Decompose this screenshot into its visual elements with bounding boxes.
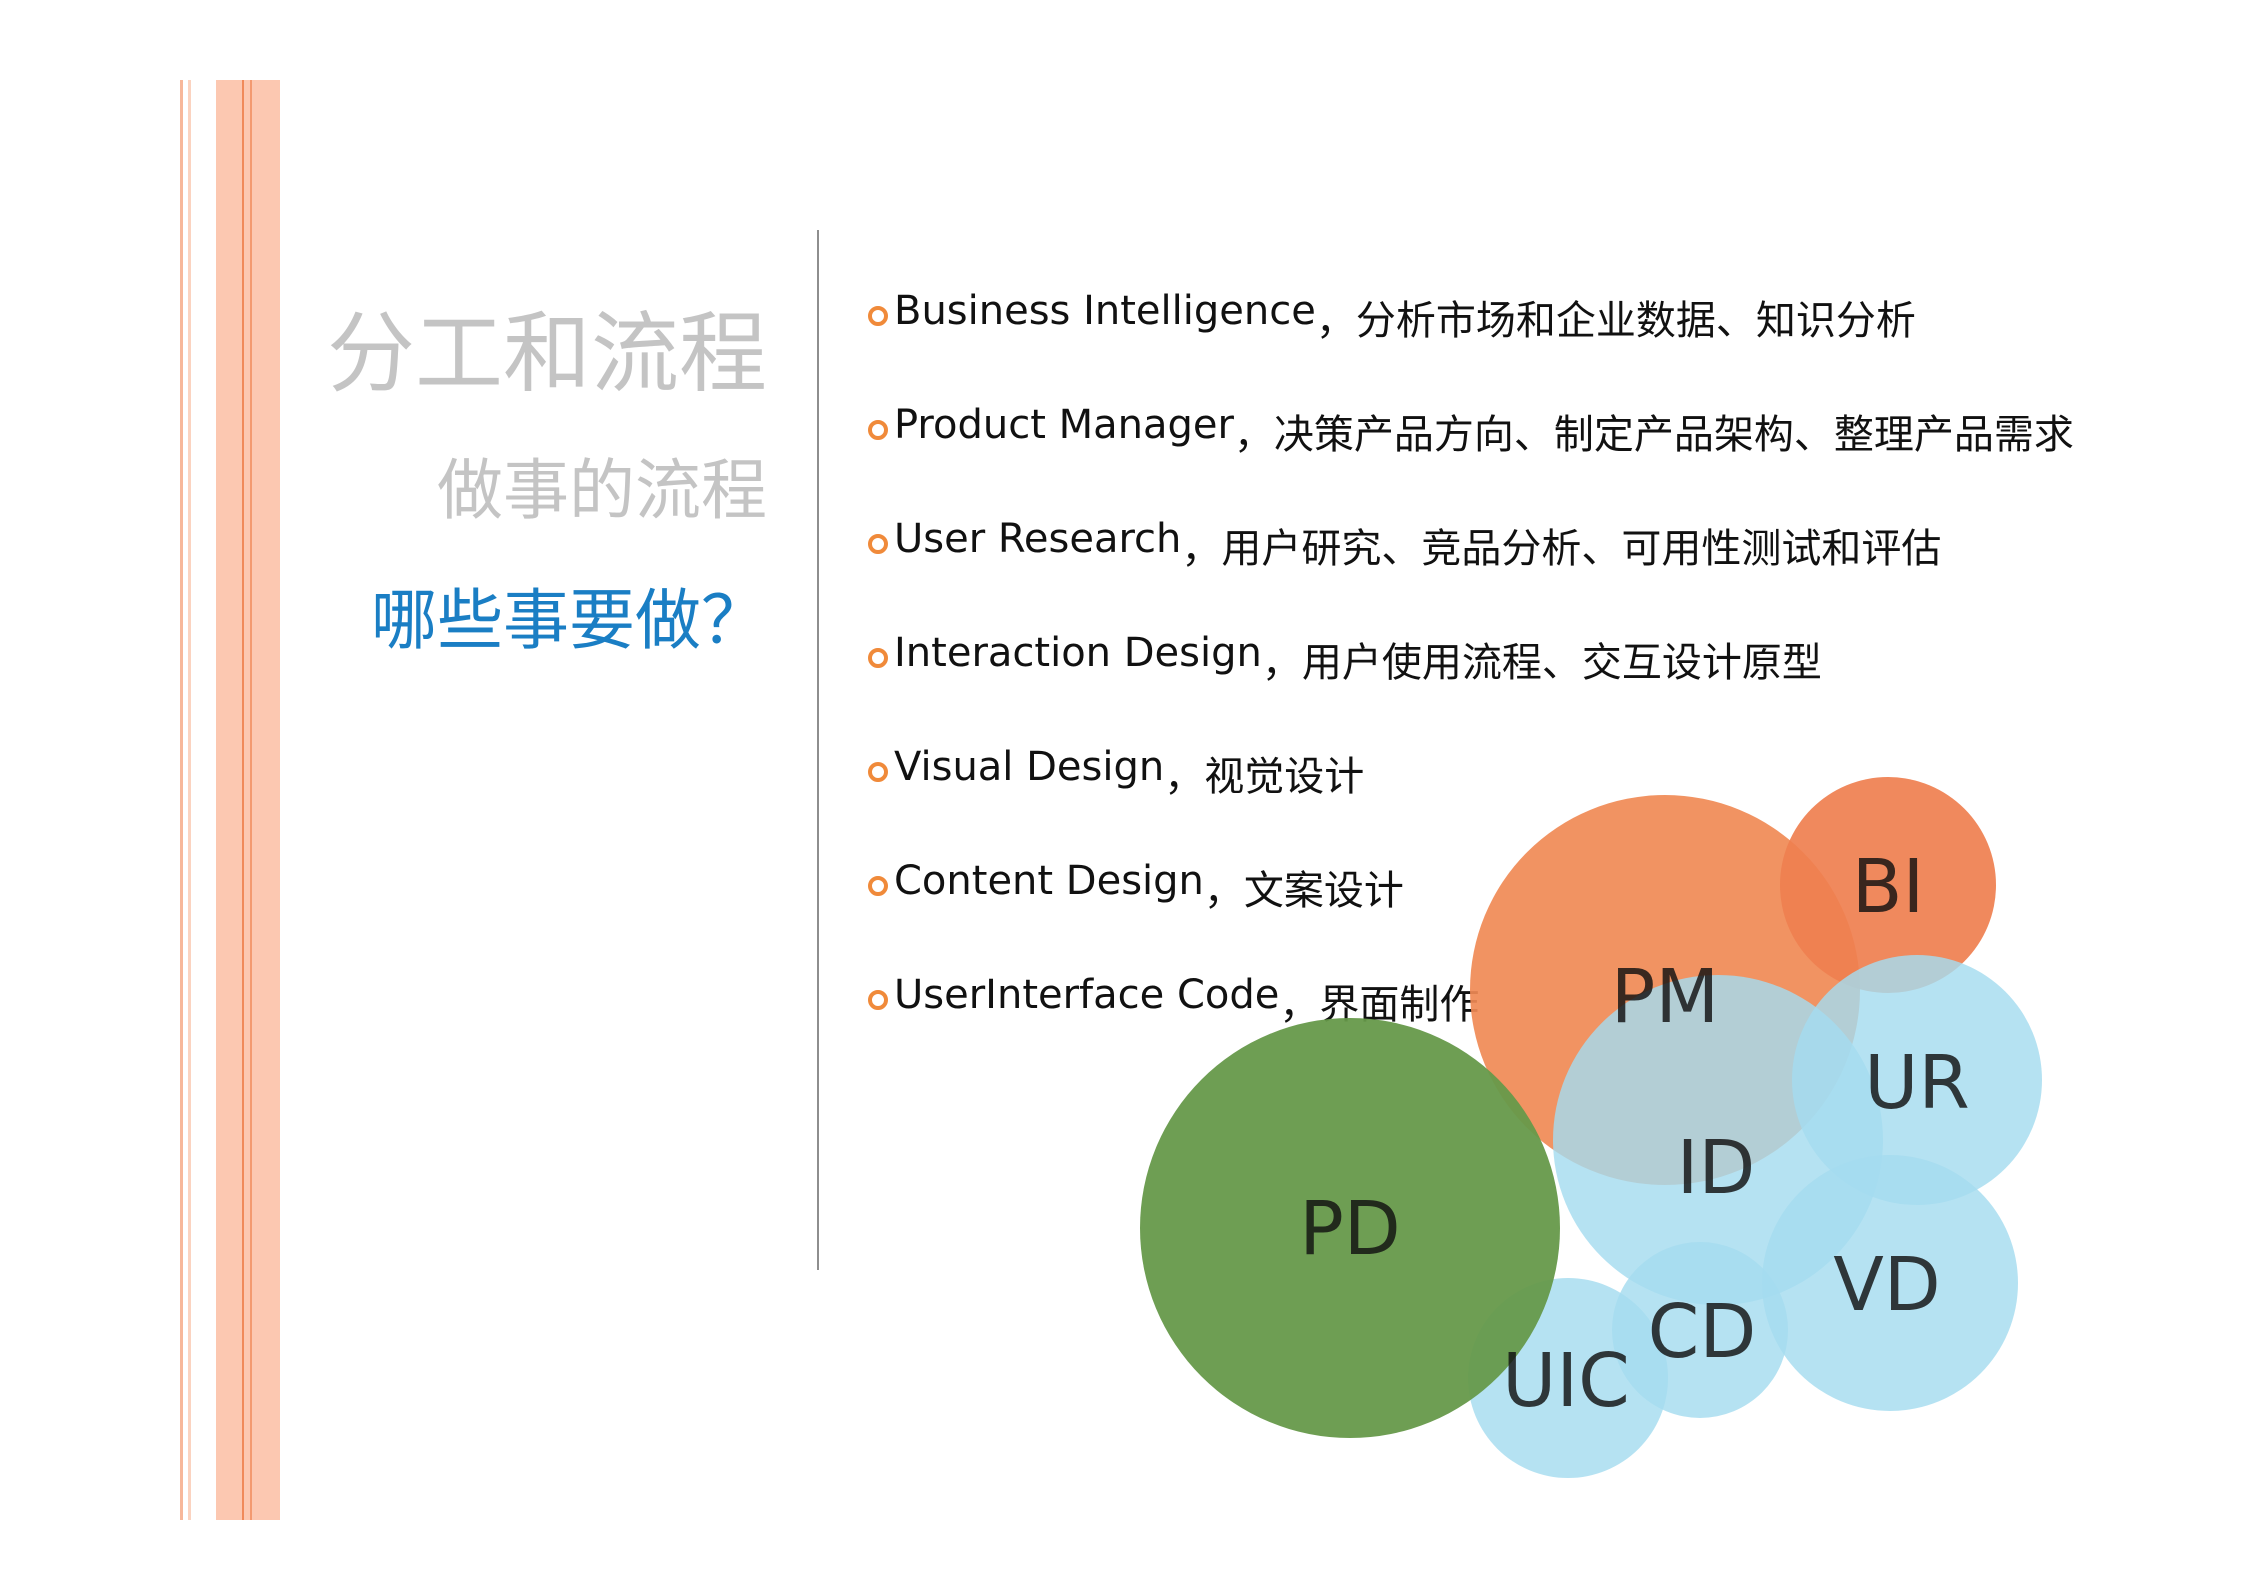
bullet-icon [868, 990, 888, 1010]
stripe [242, 80, 244, 1520]
role-desc: ，分析市场和企业数据、知识分析 [1315, 298, 1916, 344]
role-desc: ，用户研究、竞品分析、可用性测试和评估 [1181, 526, 1942, 572]
role-name: Interaction Design [894, 630, 1262, 676]
bubble-label-pd: PD [1299, 1186, 1401, 1272]
bubble-label-id: ID [1677, 1125, 1756, 1211]
role-name: User Research [894, 516, 1182, 562]
bubble-uic [1468, 1278, 1668, 1478]
role-name: Content Design [894, 858, 1204, 904]
role-name: Business Intelligence [894, 288, 1316, 334]
bullet-icon [868, 306, 888, 326]
role-item-id: Interaction Design，用户使用流程、交互设计原型 [868, 630, 2074, 744]
bullet-icon [868, 762, 888, 782]
section-titles: 分工和流程 做事的流程 哪些事要做？ [327, 310, 767, 654]
bullet-icon [868, 534, 888, 554]
bubble-label-vd: VD [1833, 1242, 1941, 1328]
role-list: Business Intelligence，分析市场和企业数据、知识分析 Pro… [868, 288, 2074, 1086]
role-desc: ，决策产品方向、制定产品架构、整理产品需求 [1233, 412, 2074, 458]
stripe [180, 80, 183, 1520]
role-desc: ，视觉设计 [1164, 754, 1365, 800]
role-name: Product Manager [894, 402, 1234, 448]
role-item-ur: User Research，用户研究、竞品分析、可用性测试和评估 [868, 516, 2074, 630]
bubble-label-uic: UIC [1502, 1338, 1630, 1424]
current-topic: 哪些事要做？ [371, 582, 767, 659]
role-item-uic: UserInterface Code，界面制作 [868, 972, 2074, 1086]
role-item-bi: Business Intelligence，分析市场和企业数据、知识分析 [868, 288, 2074, 402]
bullet-icon [868, 876, 888, 896]
stripe [250, 80, 252, 1520]
role-name: Visual Design [894, 744, 1165, 790]
bubble-cd [1612, 1242, 1788, 1418]
role-item-cd: Content Design，文案设计 [868, 858, 2074, 972]
section-subtitle: 做事的流程 [437, 452, 767, 529]
divider-line [817, 230, 819, 1270]
role-desc: ，文案设计 [1203, 868, 1404, 914]
stripe [188, 80, 191, 1520]
decorative-stripes [180, 80, 280, 1520]
role-item-pm: Product Manager，决策产品方向、制定产品架构、整理产品需求 [868, 402, 2074, 516]
role-name: UserInterface Code [894, 972, 1280, 1018]
bubble-label-cd: CD [1648, 1289, 1757, 1375]
role-item-vd: Visual Design，视觉设计 [868, 744, 2074, 858]
bullet-icon [868, 648, 888, 668]
bullet-icon [868, 420, 888, 440]
role-desc: ，界面制作 [1279, 982, 1480, 1028]
bubble-vd [1762, 1155, 2018, 1411]
stripe [216, 80, 280, 1520]
role-desc: ，用户使用流程、交互设计原型 [1261, 640, 1822, 686]
section-title: 分工和流程 [326, 302, 767, 405]
